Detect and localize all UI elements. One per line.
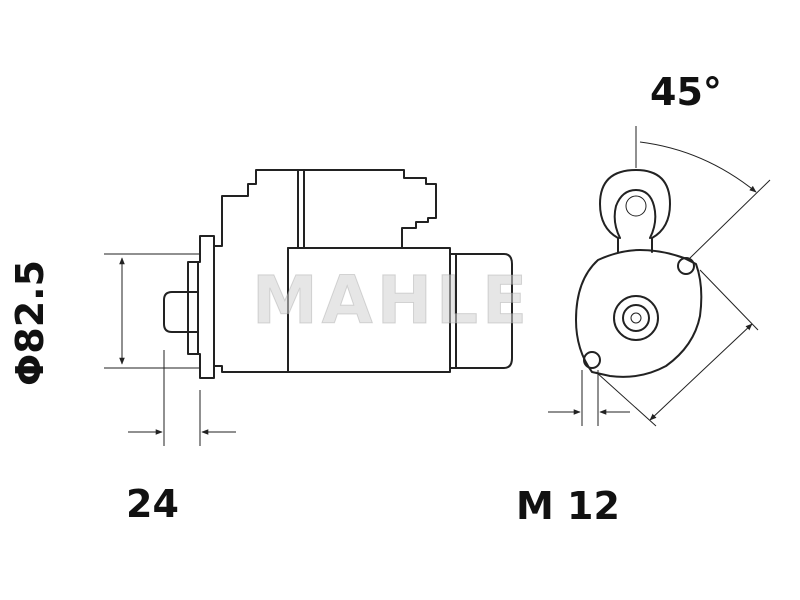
pinion-shaft xyxy=(163,291,199,333)
nose-housing xyxy=(213,169,299,373)
mounting-flange xyxy=(187,235,215,379)
brand-watermark: MAHLE xyxy=(251,262,532,340)
pinion-gear xyxy=(613,295,659,341)
bolt-hole-upper xyxy=(677,257,695,275)
motor-body xyxy=(287,247,451,373)
diameter-dimension-label: Φ82.5 xyxy=(8,259,52,386)
front-view xyxy=(548,126,771,427)
flange-offset-dimension-label: 24 xyxy=(126,482,179,526)
end-cap xyxy=(449,253,513,369)
bolt-hole-lower xyxy=(583,351,601,369)
angle-dimension-label: 45° xyxy=(650,70,722,114)
terminal-stud xyxy=(599,169,671,253)
thread-dimension-label: M 12 xyxy=(516,484,620,528)
side-view xyxy=(104,169,513,446)
solenoid xyxy=(297,169,437,249)
